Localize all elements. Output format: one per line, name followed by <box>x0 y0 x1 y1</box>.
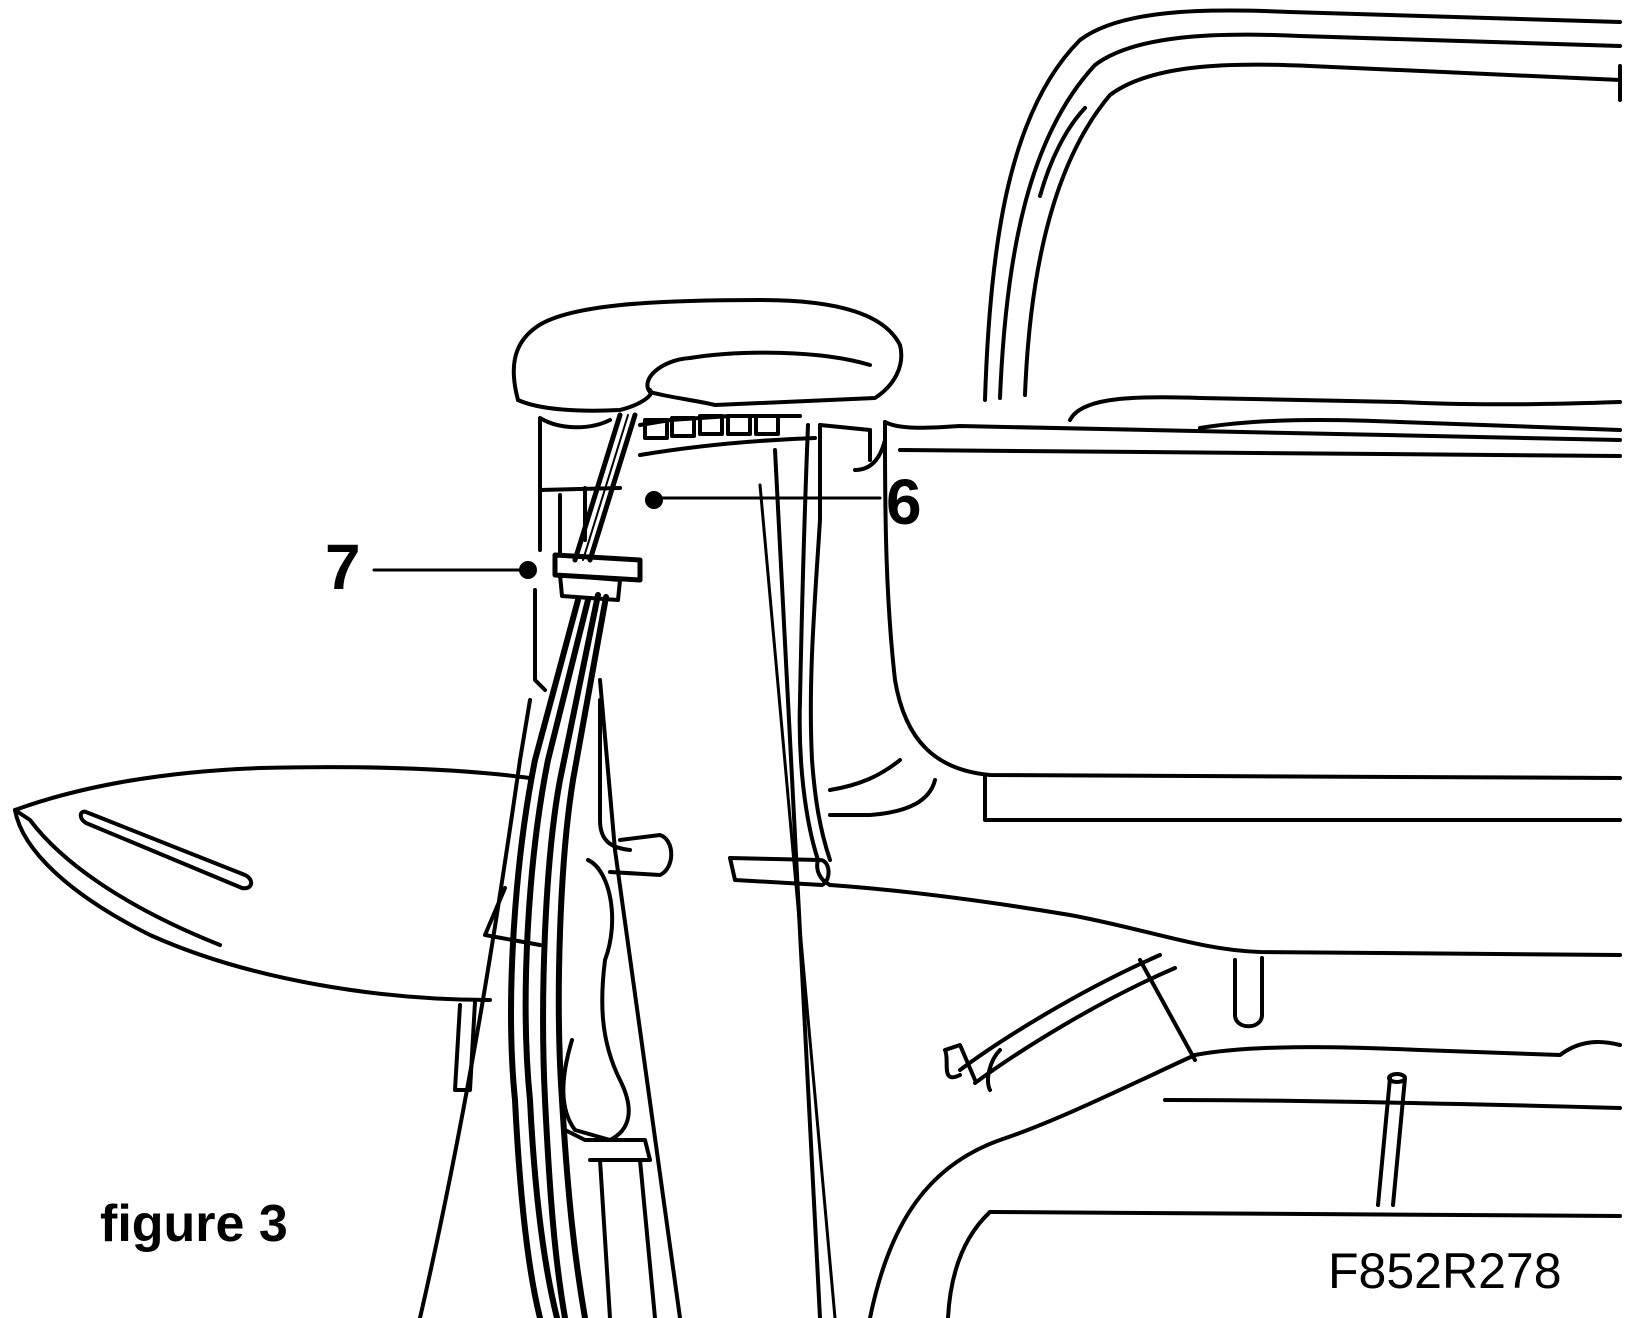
left-shell <box>13 588 547 1092</box>
seat-frame <box>815 858 1622 1318</box>
callout-leaders <box>372 491 882 579</box>
figure-caption: figure 3 <box>100 1195 288 1253</box>
callout-6-label: 6 <box>886 466 922 538</box>
seat-cushion <box>828 395 1622 822</box>
seat-side-panel <box>598 423 872 1318</box>
armrest-pad <box>511 298 904 557</box>
release-cable <box>418 412 682 1318</box>
seat-backrest <box>983 8 1622 402</box>
callout-7-label: 7 <box>325 531 361 603</box>
callout-6-dot <box>645 491 663 509</box>
callout-7-dot <box>519 561 537 579</box>
drawing-code: F852R278 <box>1328 1243 1562 1299</box>
